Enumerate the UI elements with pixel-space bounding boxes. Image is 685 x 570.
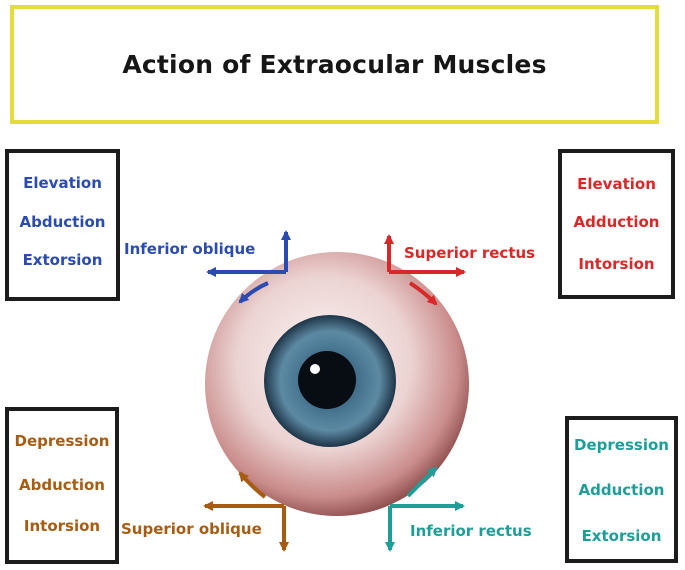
superior-oblique-action-1: Depression [14, 432, 110, 450]
superior-oblique-action-2: Abduction [19, 476, 105, 494]
superior-rectus-action-3: Intorsion [578, 255, 655, 273]
title-box: Action of Extraocular Muscles [10, 5, 659, 124]
inferior-oblique-actions-box: Elevation Abduction Extorsion [5, 149, 120, 301]
superior-rectus-label: Superior rectus [404, 244, 536, 262]
inferior-rectus-action-3: Extorsion [581, 527, 662, 545]
superior-oblique-action-3: Intorsion [23, 517, 101, 535]
intorsion-arrow [408, 281, 438, 306]
inferior-rectus-action-1: Depression [574, 436, 669, 454]
inferior-rectus-arrows [385, 466, 465, 552]
diagram-title: Action of Extraocular Muscles [122, 50, 547, 79]
extorsion-arrow [406, 466, 438, 498]
inferior-oblique-label: Inferior oblique [124, 240, 256, 258]
inferior-oblique-arrows [206, 230, 291, 304]
inferior-rectus-action-2: Adduction [578, 481, 665, 499]
superior-oblique-actions-box: Depression Abduction Intorsion [5, 407, 119, 564]
inferior-rectus-actions-box: Depression Adduction Extorsion [565, 416, 678, 563]
inferior-oblique-action-3: Extorsion [22, 251, 103, 269]
inferior-oblique-action-1: Elevation [23, 174, 102, 192]
superior-oblique-arrows [203, 471, 289, 552]
inferior-oblique-action-2: Abduction [19, 213, 106, 231]
pupil-highlight [310, 364, 320, 374]
superior-rectus-action-1: Elevation [577, 175, 656, 193]
superior-rectus-arrows [384, 234, 466, 306]
inferior-rectus-label: Inferior rectus [410, 522, 532, 540]
superior-oblique-label: Superior oblique [121, 520, 262, 538]
extorsion-arrow [238, 281, 269, 304]
superior-rectus-actions-box: Elevation Adduction Intorsion [558, 149, 675, 299]
intorsion-arrow [238, 471, 267, 499]
superior-rectus-action-2: Adduction [573, 213, 660, 231]
